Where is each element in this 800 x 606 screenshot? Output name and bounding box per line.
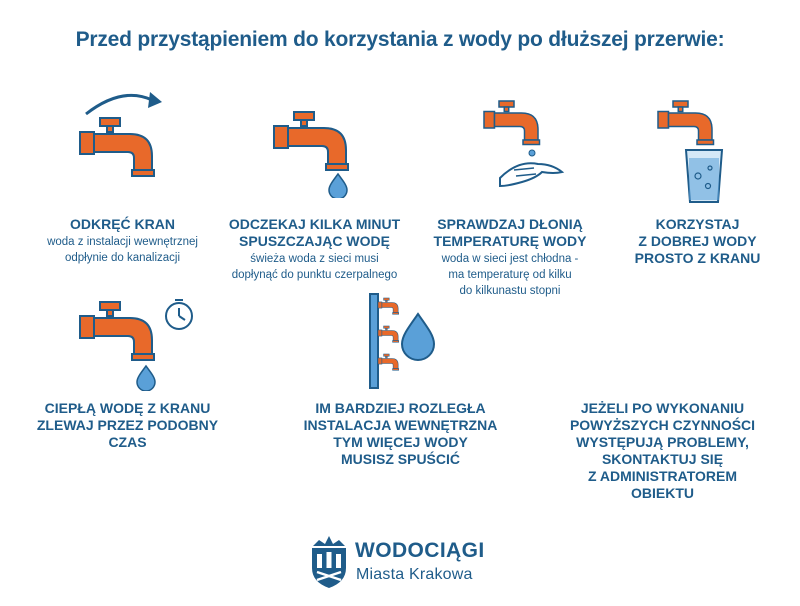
logo: WODOCIĄGI Miasta Krakowa	[309, 534, 509, 594]
tap-timer-icon	[79, 299, 193, 391]
pipe-taps-drop-icon	[369, 293, 436, 389]
logo-title: WODOCIĄGI	[355, 539, 485, 562]
crest-icon	[312, 536, 346, 588]
logo-subtitle: Miasta Krakowa	[356, 566, 473, 583]
tap-glass-icon	[657, 100, 724, 203]
tap-drop-icon	[273, 111, 349, 198]
page-title: Przed przystąpieniem do korzystania z wo…	[75, 28, 725, 51]
step-open-tap: ODKRĘĆ KRAN woda z instalacji wewnętrzne…	[47, 216, 198, 264]
tap-hand-icon	[483, 100, 565, 188]
tap-turn-arrow-icon	[79, 92, 162, 177]
